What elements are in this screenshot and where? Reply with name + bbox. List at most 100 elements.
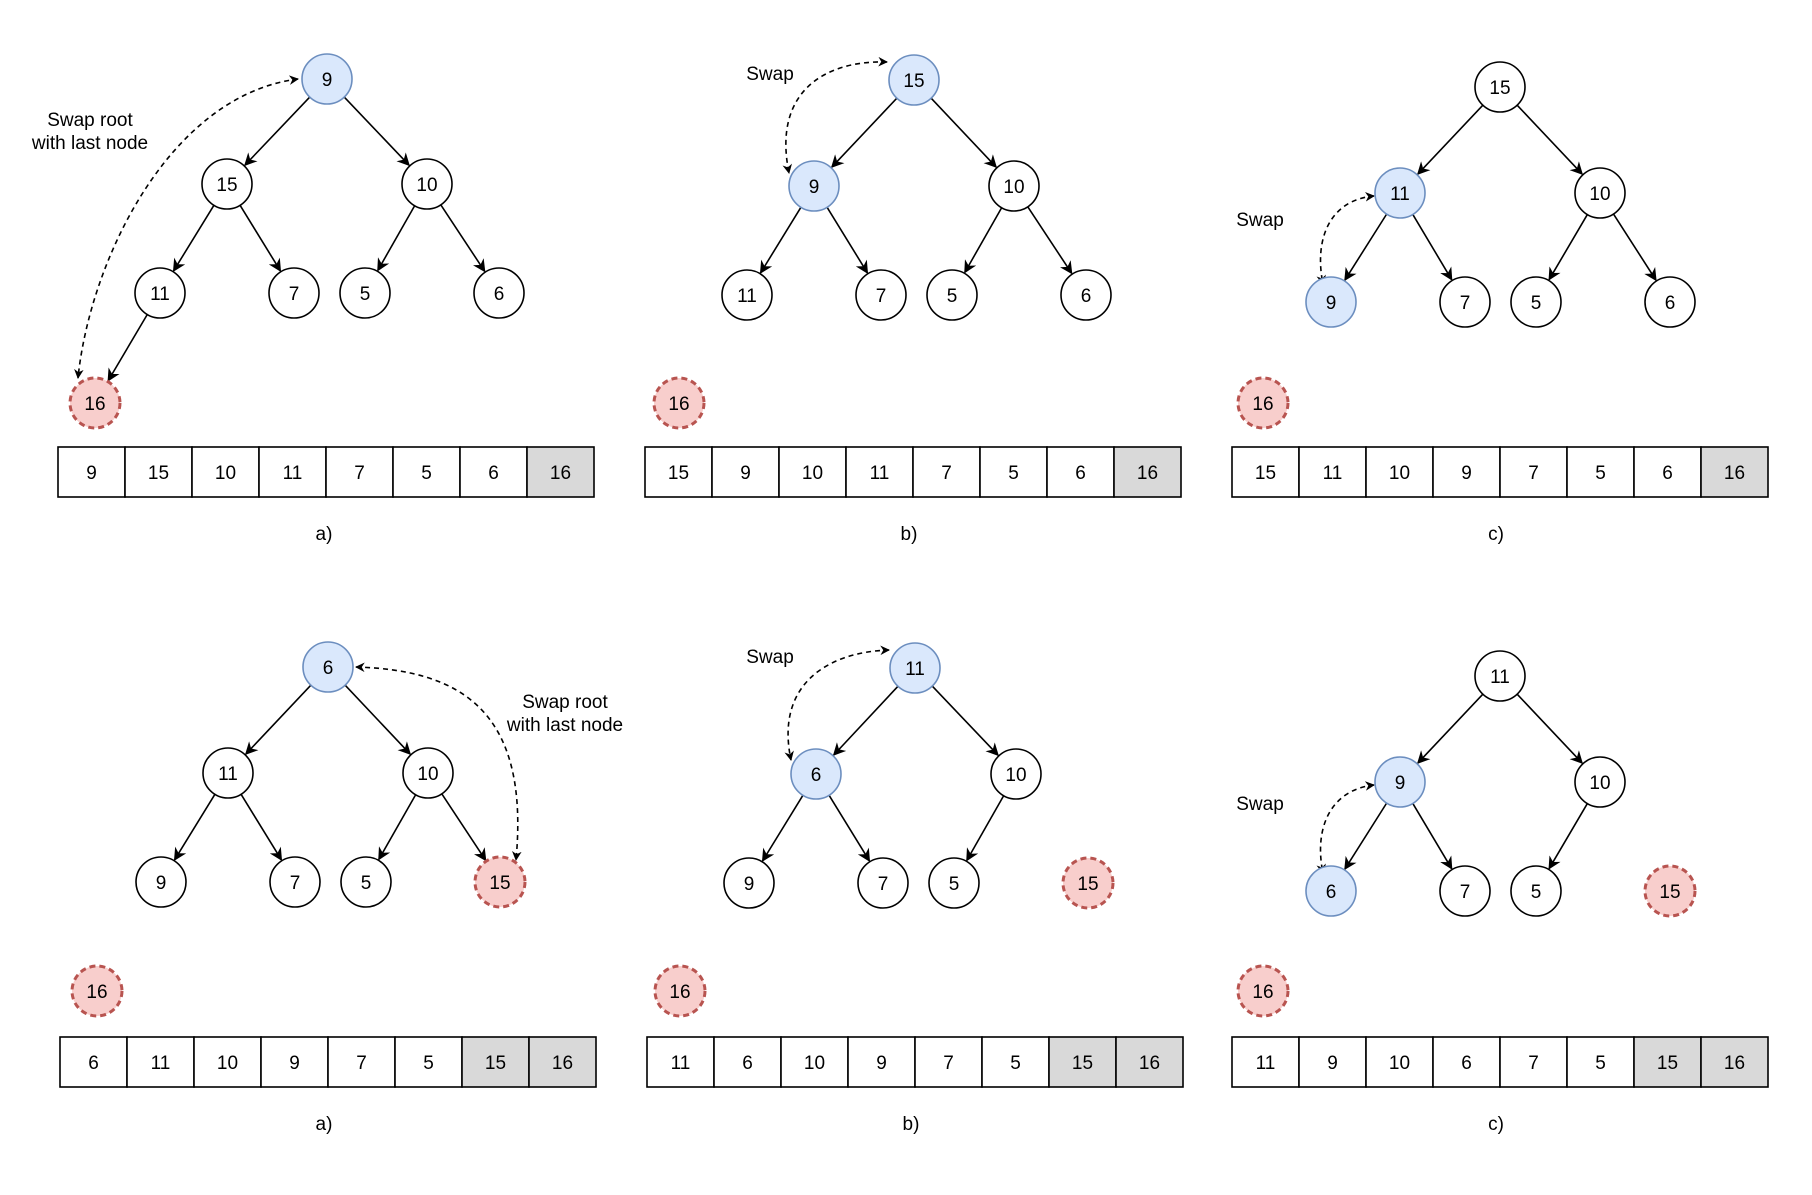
array-cell-box xyxy=(914,1036,983,1088)
array-cell: 11 xyxy=(646,1036,715,1088)
array-cell-label: 11 xyxy=(283,463,303,484)
array-cell-box xyxy=(1365,1036,1434,1088)
node-circle xyxy=(653,964,707,1018)
array-cell-sorted: 16 xyxy=(1115,1036,1184,1088)
array-cell-box xyxy=(1499,446,1568,498)
array-cell-label: 11 xyxy=(1323,463,1343,484)
array-cell: 7 xyxy=(1499,446,1568,498)
array-cell-box xyxy=(327,1036,396,1088)
array-cell: 10 xyxy=(191,446,260,498)
array-cell: 10 xyxy=(1365,446,1434,498)
array-cell-label: 15 xyxy=(668,463,689,484)
array-cell-label: 5 xyxy=(1010,1053,1021,1074)
node-label: 16 xyxy=(668,394,689,415)
array-cell-box xyxy=(459,446,528,498)
array-cell: 7 xyxy=(1499,1036,1568,1088)
heap-node: 10 xyxy=(402,747,454,799)
heap-node: 9 xyxy=(1305,276,1357,328)
node-label: 5 xyxy=(1531,293,1542,314)
heap-node: 9 xyxy=(1374,756,1426,808)
panel-caption: c) xyxy=(1488,1114,1504,1135)
array-cell: 6 xyxy=(1633,446,1702,498)
heap-node: 15 xyxy=(201,158,253,210)
tree-edge xyxy=(378,794,417,861)
tree-edge xyxy=(240,793,283,861)
array-cell-label: 6 xyxy=(488,463,499,484)
heap-node: 11 xyxy=(721,269,773,321)
array-cell: 9 xyxy=(57,446,126,498)
heap-node: 7 xyxy=(1439,276,1491,328)
array-cell-label: 10 xyxy=(804,1053,825,1074)
node-label: 7 xyxy=(289,284,300,305)
array-cell-sorted: 15 xyxy=(461,1036,530,1088)
array-cell-box xyxy=(193,1036,262,1088)
array-cell-label: 15 xyxy=(148,463,169,484)
swap-arrow xyxy=(1316,781,1375,874)
heap-node: 11 xyxy=(134,267,186,319)
array-cell-box xyxy=(1298,446,1367,498)
heap-node: 6 xyxy=(790,748,842,800)
array-cell: 15 xyxy=(644,446,713,498)
array-cell-sorted: 16 xyxy=(1700,1036,1769,1088)
swap-annotation: Swap xyxy=(1236,210,1284,231)
tree-edge xyxy=(1412,803,1453,870)
array-cell-label: 5 xyxy=(1595,1053,1606,1074)
tree-edge xyxy=(377,205,416,272)
heap-node: 9 xyxy=(135,856,187,908)
array-cell: 15 xyxy=(1231,446,1300,498)
array-cell: 6 xyxy=(459,446,528,498)
array-cell-label: 16 xyxy=(1139,1053,1160,1074)
heap-node: 5 xyxy=(926,269,978,321)
tree-edge xyxy=(830,97,898,169)
array-cell-label: 9 xyxy=(1327,1053,1338,1074)
tree-edge xyxy=(964,207,1003,274)
array-cell-label: 7 xyxy=(356,1053,367,1074)
array-cell-label: 6 xyxy=(88,1053,99,1074)
panel-caption: c) xyxy=(1488,524,1504,545)
array-cell-box xyxy=(1499,1036,1568,1088)
node-circle xyxy=(857,857,909,909)
node-label: 15 xyxy=(489,873,510,894)
tree-edge xyxy=(761,794,804,862)
array-cell-box xyxy=(1633,1036,1702,1088)
node-circle xyxy=(1236,376,1290,430)
array-cell-label: 16 xyxy=(552,1053,573,1074)
array-cell: 11 xyxy=(1298,446,1367,498)
array-cell-label: 9 xyxy=(740,463,751,484)
array-cell-label: 9 xyxy=(289,1053,300,1074)
node-label: 10 xyxy=(1003,177,1024,198)
node-label: 6 xyxy=(323,658,334,679)
array-cell-label: 11 xyxy=(1256,1053,1276,1074)
node-label: 7 xyxy=(290,873,301,894)
array-cell-box xyxy=(1113,446,1182,498)
removed-node: 16 xyxy=(652,376,706,430)
tree-edge xyxy=(1548,803,1589,870)
array-cell-label: 11 xyxy=(151,1053,171,1074)
heap-node: 15 xyxy=(1474,61,1526,113)
node-label: 6 xyxy=(1326,882,1337,903)
array-cell-box xyxy=(845,446,914,498)
array-cell-box xyxy=(1298,1036,1367,1088)
array-cell-box xyxy=(124,446,193,498)
heap-node: 5 xyxy=(340,856,392,908)
array-cell-label: 5 xyxy=(421,463,432,484)
node-label: 5 xyxy=(949,874,960,895)
node-circle xyxy=(790,748,842,800)
array-cell-box xyxy=(912,446,981,498)
node-circle xyxy=(340,856,392,908)
array-cell-label: 11 xyxy=(870,463,890,484)
array-cell: 5 xyxy=(981,1036,1050,1088)
heap-node: 7 xyxy=(857,857,909,909)
node-label: 7 xyxy=(1460,882,1471,903)
array-cell-box xyxy=(57,446,126,498)
node-circle xyxy=(70,964,124,1018)
array-cell-box xyxy=(713,1036,782,1088)
